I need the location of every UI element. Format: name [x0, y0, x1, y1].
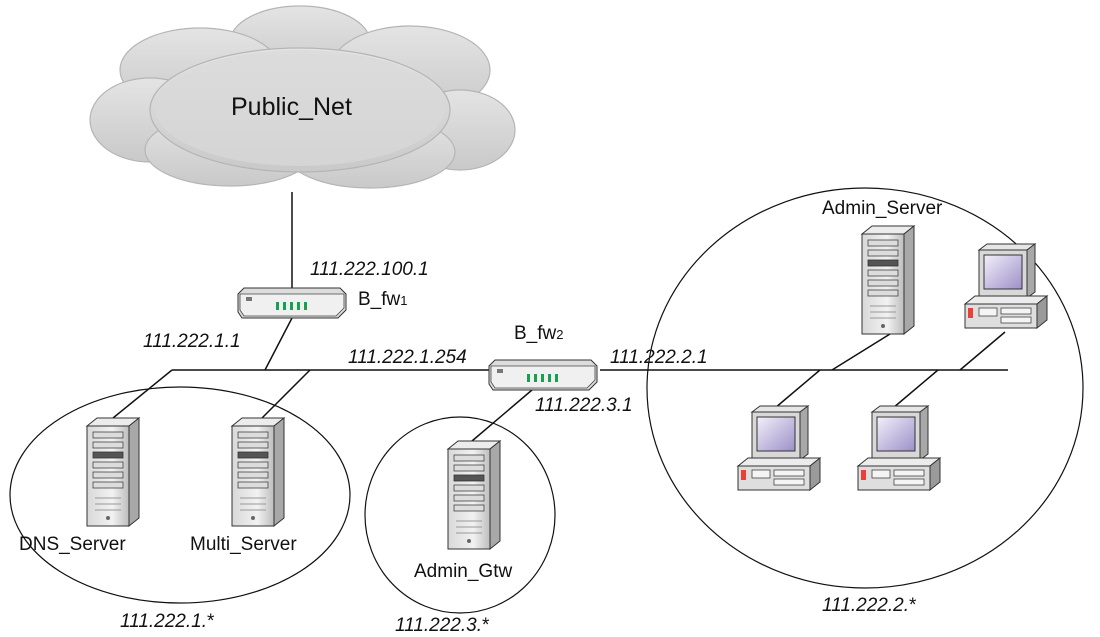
- firewall-fw2-icon[interactable]: [488, 359, 598, 391]
- ip-fw2-lan: 111.222.1.254: [348, 347, 467, 368]
- admin-gtw-icon[interactable]: [447, 440, 501, 550]
- workstation-right-icon[interactable]: [857, 405, 941, 491]
- subnet-2-boundary: [646, 187, 1084, 589]
- admin-gtw-link: [471, 389, 533, 442]
- fw2-subscript: 2: [556, 327, 564, 342]
- dns-server-label: DNS_Server: [19, 534, 126, 555]
- dns-server-link: [112, 369, 173, 419]
- ip-fw2-admin-net: 111.222.2.1: [610, 347, 708, 368]
- subnet-2-wildcard: *: [908, 595, 917, 616]
- fw2-name: B_fw: [514, 323, 557, 344]
- subnet-3-prefix: 111.222.3.: [395, 615, 482, 636]
- admin-server-icon[interactable]: [861, 225, 915, 335]
- firewall-fw1-icon[interactable]: [237, 287, 347, 319]
- workstation-left-link: [774, 369, 821, 409]
- fw2-label: B_fw2: [514, 324, 563, 343]
- ip-fw1-lan: 111.222.1.1: [143, 331, 241, 352]
- multi-server-label: Multi_Server: [190, 534, 297, 555]
- subnet-3-label: 111.222.3.*: [395, 616, 489, 635]
- admin-gtw-label: Admin_Gtw: [414, 561, 513, 582]
- subnet-2-label: 111.222.2.*: [822, 596, 916, 615]
- fw1-to-lan-link: [264, 317, 293, 371]
- ip-fw2-gtw-net: 111.222.3.1: [535, 395, 633, 416]
- ip-fw1-public: 111.222.100.1: [310, 259, 429, 280]
- subnet-1-wildcard: *: [206, 611, 215, 632]
- subnet-1-boundary: [9, 386, 351, 604]
- workstation-top-icon[interactable]: [964, 243, 1048, 329]
- multi-server-icon[interactable]: [231, 417, 285, 527]
- fw1-subscript: 1: [400, 293, 408, 308]
- admin-server-link: [831, 333, 891, 371]
- workstation-right-link: [892, 369, 939, 409]
- admin-server-label: Admin_Server: [822, 198, 943, 219]
- subnet-2-prefix: 111.222.2.: [822, 595, 909, 616]
- dns-server-icon[interactable]: [86, 417, 140, 527]
- public-net-cloud: [89, 5, 516, 189]
- network-links: [112, 192, 1008, 442]
- subnet-3-boundary: [364, 416, 556, 614]
- subnet-1-label: 111.222.1.*: [120, 612, 214, 631]
- subnet-3-wildcard: *: [481, 615, 490, 636]
- subnet-1-prefix: 111.222.1.: [120, 611, 207, 632]
- fw1-name: B_fw: [358, 289, 401, 310]
- public-net-label: Public_Net: [231, 93, 352, 121]
- workstation-left-icon[interactable]: [737, 405, 821, 491]
- fw1-label: B_fw1: [358, 290, 407, 309]
- workstation-top-link: [959, 331, 1006, 371]
- multi-server-link: [261, 369, 311, 419]
